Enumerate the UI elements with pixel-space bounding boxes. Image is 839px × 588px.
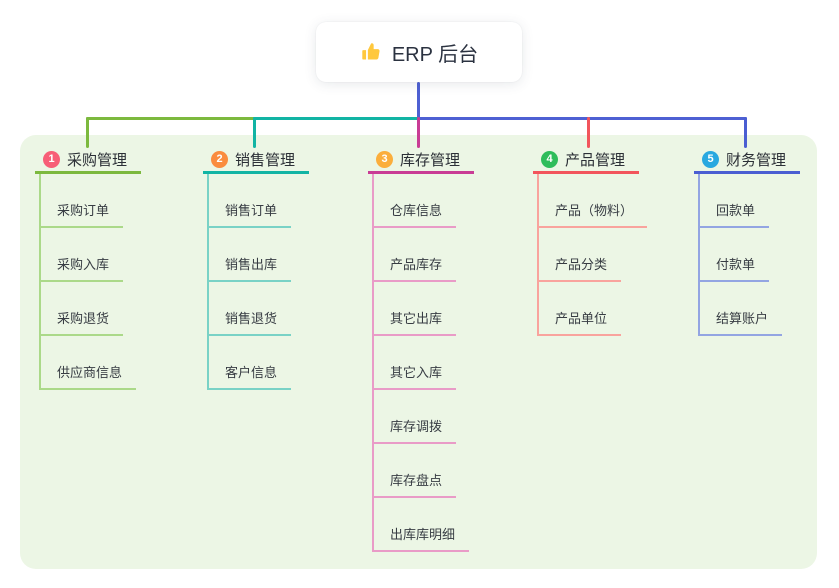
branch-children: 采购订单采购入库采购退货供应商信息: [39, 174, 137, 390]
child-label: 产品库存: [390, 257, 443, 272]
branch-node[interactable]: 1 采购管理: [35, 147, 142, 174]
child-node[interactable]: 产品库存: [374, 228, 457, 282]
child-node[interactable]: 产品（物料）: [539, 174, 648, 228]
child-node[interactable]: 客户信息: [209, 336, 292, 390]
child-label: 付款单: [716, 257, 756, 272]
child-label: 销售退货: [225, 311, 278, 326]
child-node[interactable]: 仓库信息: [374, 174, 457, 228]
child-node[interactable]: 其它入库: [374, 336, 457, 390]
child-label: 销售出库: [225, 257, 278, 272]
connector-branch-drop: [587, 117, 590, 148]
child-label: 采购订单: [57, 203, 110, 218]
branch-node[interactable]: 4 产品管理: [533, 147, 640, 174]
branch-label: 产品管理: [565, 151, 626, 169]
child-node[interactable]: 库存调拨: [374, 390, 457, 444]
connector-branch-drop: [417, 117, 420, 148]
connector-bus-right: [417, 117, 747, 120]
child-node[interactable]: 其它出库: [374, 282, 457, 336]
child-node[interactable]: 销售订单: [209, 174, 292, 228]
connector-branch-drop: [744, 117, 747, 148]
connector-bus-left: [86, 117, 256, 120]
child-node[interactable]: 销售退货: [209, 282, 292, 336]
child-label: 产品（物料）: [555, 203, 634, 218]
branch-label: 库存管理: [400, 151, 461, 169]
child-node[interactable]: 销售出库: [209, 228, 292, 282]
child-label: 库存调拨: [390, 419, 443, 434]
branch-node[interactable]: 2 销售管理: [203, 147, 310, 174]
child-label: 供应商信息: [57, 365, 123, 380]
branch-采购管理: 1 采购管理采购订单采购入库采购退货供应商信息: [35, 147, 142, 390]
connector-branch-drop: [253, 117, 256, 148]
branch-number-badge: 4: [541, 150, 558, 168]
child-node[interactable]: 出库库明细: [374, 498, 470, 552]
child-label: 其它出库: [390, 311, 443, 326]
thumbs-up-icon: [362, 43, 380, 60]
branch-产品管理: 4 产品管理产品（物料） 产品分类产品单位: [533, 147, 648, 336]
branch-children: 销售订单销售出库销售退货客户信息: [207, 174, 292, 390]
branch-销售管理: 2 销售管理销售订单销售出库销售退货客户信息: [203, 147, 310, 390]
branch-number-badge: 5: [702, 150, 719, 168]
child-label: 产品分类: [555, 257, 608, 272]
child-label: 其它入库: [390, 365, 443, 380]
branch-label: 采购管理: [67, 151, 128, 169]
child-label: 采购退货: [57, 311, 110, 326]
child-node[interactable]: 采购订单: [41, 174, 124, 228]
branch-label: 销售管理: [235, 151, 296, 169]
connector-branch-drop: [86, 117, 89, 148]
connector-root-stem: [417, 82, 420, 118]
child-node[interactable]: 付款单: [700, 228, 770, 282]
branch-财务管理: 5 财务管理回款单付款单结算账户: [694, 147, 801, 336]
branch-number-badge: 2: [211, 150, 228, 168]
child-node[interactable]: 供应商信息: [41, 336, 137, 390]
child-node[interactable]: 采购入库: [41, 228, 124, 282]
child-node[interactable]: 采购退货: [41, 282, 124, 336]
child-node[interactable]: 回款单: [700, 174, 770, 228]
branch-number-badge: 3: [376, 150, 393, 168]
root-node[interactable]: ERP 后台: [316, 22, 522, 82]
branch-children: 回款单付款单结算账户: [698, 174, 783, 336]
child-node[interactable]: 结算账户: [700, 282, 783, 336]
child-label: 库存盘点: [390, 473, 443, 488]
child-node[interactable]: 库存盘点: [374, 444, 457, 498]
branch-label: 财务管理: [726, 151, 787, 169]
child-label: 产品单位: [555, 311, 608, 326]
branch-node[interactable]: 3 库存管理: [368, 147, 475, 174]
root-label: ERP 后台: [391, 43, 479, 66]
child-node[interactable]: 产品分类: [539, 228, 622, 282]
child-label: 仓库信息: [390, 203, 443, 218]
child-label: 采购入库: [57, 257, 110, 272]
branch-node[interactable]: 5 财务管理: [694, 147, 801, 174]
child-label: 出库库明细: [390, 527, 456, 542]
connector-bus-mid: [253, 117, 420, 120]
branch-库存管理: 3 库存管理仓库信息产品库存其它出库其它入库库存调拨库存盘点出库库明细: [368, 147, 475, 552]
child-node[interactable]: 产品单位: [539, 282, 622, 336]
child-label: 客户信息: [225, 365, 278, 380]
branch-number-badge: 1: [43, 150, 60, 168]
branch-children: 产品（物料） 产品分类产品单位: [537, 174, 648, 336]
branch-children: 仓库信息产品库存其它出库其它入库库存调拨库存盘点出库库明细: [372, 174, 470, 552]
child-label: 结算账户: [716, 311, 769, 326]
child-label: 销售订单: [225, 203, 278, 218]
child-label: 回款单: [716, 203, 756, 218]
